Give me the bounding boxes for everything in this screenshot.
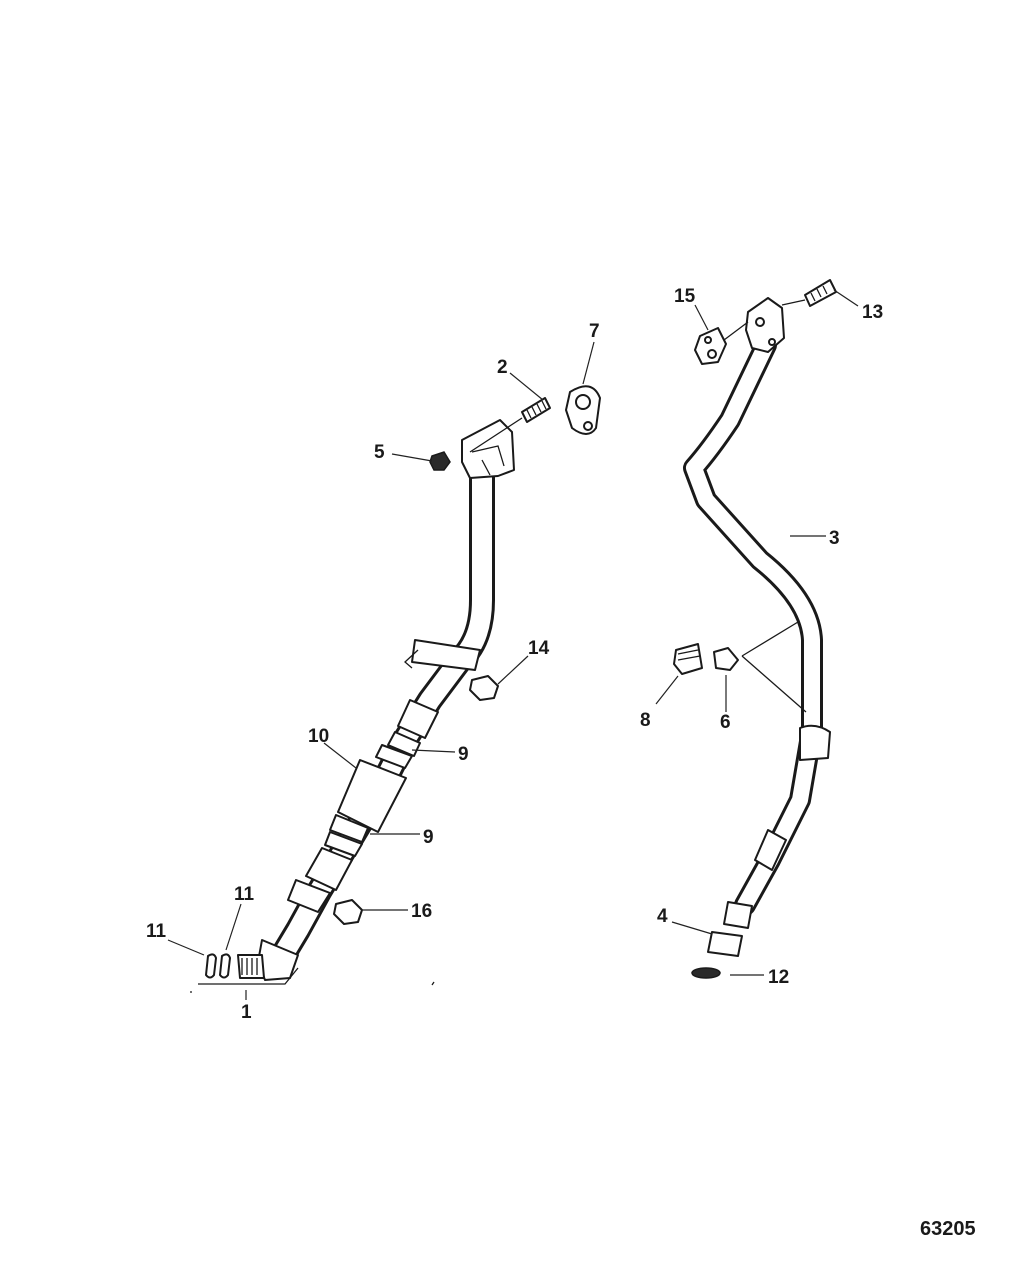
callout-7: 7 [589,321,600,342]
gasket-left [205,953,217,979]
tube-head-bracket [461,419,515,479]
callout-2: 2 [497,357,508,378]
part-6 [713,647,739,671]
hose-clamp-lower [329,814,369,843]
figure-number: 63205 [920,1218,976,1240]
part-8 [673,643,703,675]
right-tube-assembly [673,279,837,979]
callout-5: 5 [374,442,385,463]
washer [691,967,721,979]
callout-14: 14 [528,638,550,659]
tube-head-bracket-right [745,297,785,353]
leader-lines [167,289,859,1000]
fitting-16 [333,899,363,925]
callout-1: 1 [241,1002,252,1023]
plate-15 [694,327,727,365]
flange-gasket [565,385,601,435]
adapter-fitting [723,901,753,929]
callout-9a: 9 [458,744,469,765]
callout-3: 3 [829,528,840,549]
callout-10: 10 [308,726,329,747]
left-tube-assembly [198,385,601,985]
callout-labels: 1 2 3 4 5 6 7 8 9 9 10 11 11 12 13 14 15… [146,286,883,1023]
nut [429,451,451,471]
callout-4: 4 [657,906,668,927]
callout-15: 15 [674,286,696,307]
callout-16: 16 [411,901,432,922]
stud-13 [804,279,837,307]
callout-11a: 11 [146,921,167,942]
gasket-right [219,953,231,979]
hose [337,759,407,833]
tube-sleeve [799,724,831,761]
callout-13: 13 [862,302,883,323]
callout-9b: 9 [423,827,434,848]
callout-12: 12 [768,967,789,988]
fitting-14 [469,675,499,701]
callout-8: 8 [640,710,651,731]
callout-6: 6 [720,712,731,733]
callout-11b: 11 [234,884,255,905]
stud [521,397,551,423]
